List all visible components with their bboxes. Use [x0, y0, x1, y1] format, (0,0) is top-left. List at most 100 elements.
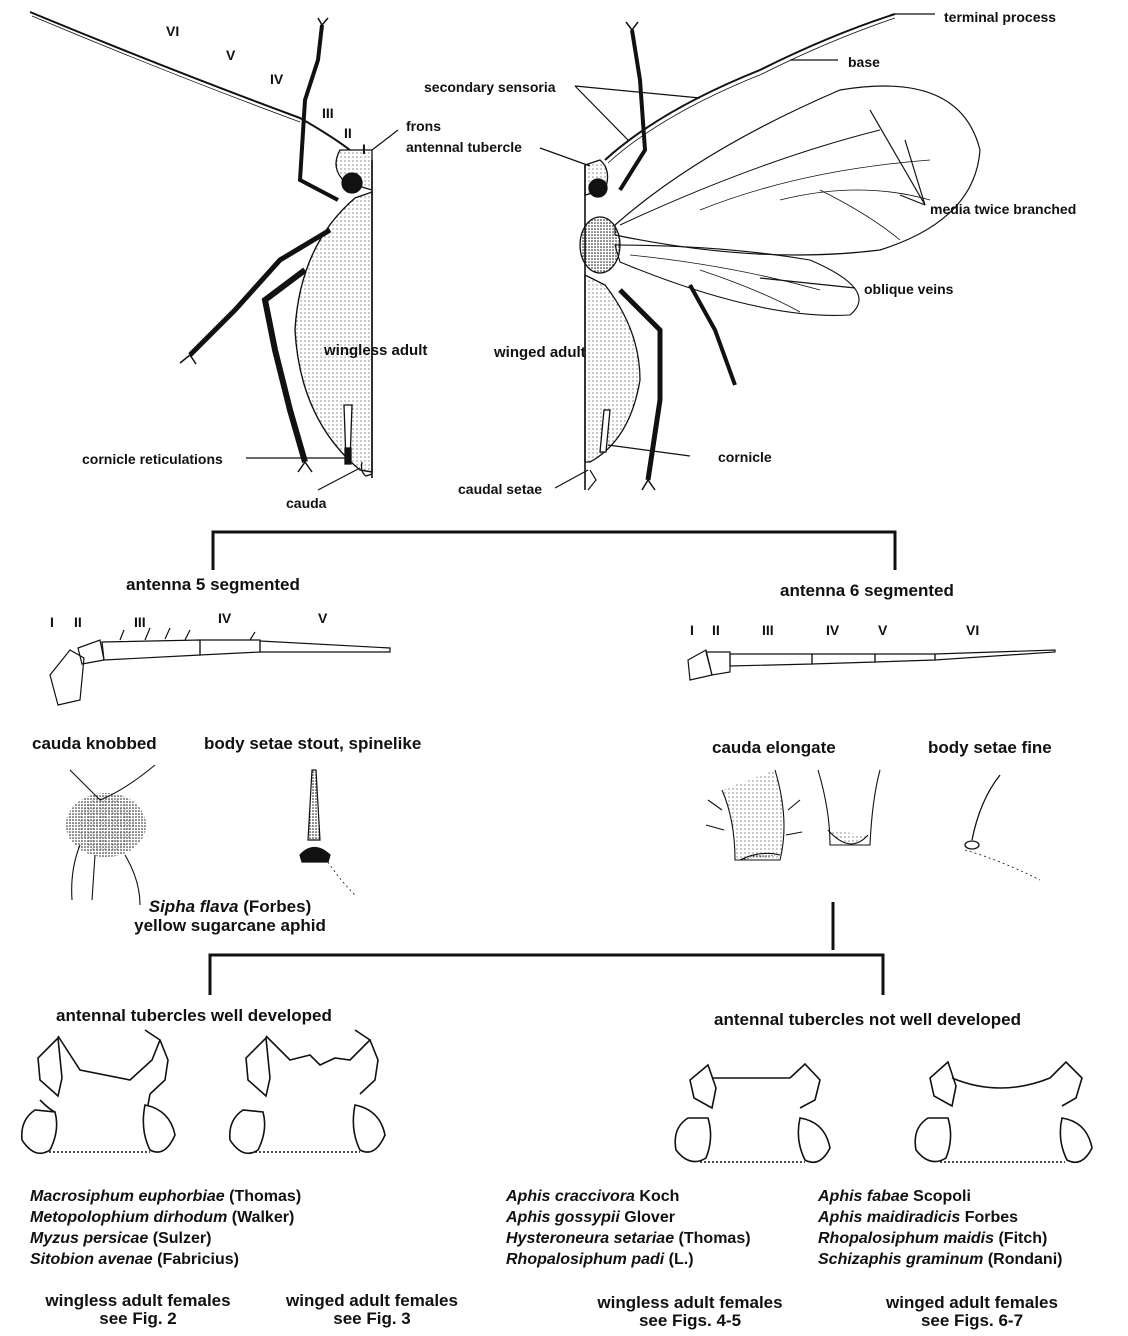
species-author: (Thomas): [229, 1188, 301, 1205]
species-list-group1: Macrosiphum euphorbiae (Thomas) Metopolo…: [30, 1186, 301, 1270]
winged-thorax: [580, 217, 620, 273]
species-author: (L.): [669, 1251, 694, 1268]
species-name: Aphis craccivora: [506, 1188, 635, 1205]
species-author: Forbes: [965, 1209, 1018, 1226]
antenna-segment-label: VI: [166, 22, 179, 40]
setae-fine-label: body setae fine: [928, 739, 1052, 757]
species-author: (Thomas): [679, 1230, 751, 1247]
terminal-process-label: terminal process: [944, 8, 1056, 26]
footer-wingless-figs4-5: wingless adult females see Figs. 4-5: [580, 1294, 800, 1330]
antenna-segment-label: I: [362, 140, 366, 158]
antenna-5-segmented-drawing: [50, 628, 390, 705]
antenna6-segment-label: II: [712, 621, 720, 639]
setae-stout-drawing: [300, 770, 355, 895]
species-entry: Aphis fabae Scopoli: [818, 1186, 1062, 1207]
footer-line2: see Fig. 3: [262, 1310, 482, 1328]
sipha-common-name: yellow sugarcane aphid: [60, 917, 400, 935]
antenna5-segment-label: V: [318, 609, 327, 627]
footer-winged-figs6-7: winged adult females see Figs. 6-7: [862, 1294, 1082, 1330]
species-author: Scopoli: [913, 1188, 971, 1205]
footer-line1: wingless adult females: [28, 1292, 248, 1310]
antenna-6-segmented-drawing: [688, 650, 1055, 680]
species-list-group2: Aphis craccivora Koch Aphis gossypii Glo…: [506, 1186, 751, 1270]
footer-line1: wingless adult females: [580, 1294, 800, 1312]
species-entry: Schizaphis graminum (Rondani): [818, 1249, 1062, 1270]
species-name: Myzus persicae: [30, 1230, 148, 1247]
antennal-tubercle-label: antennal tubercle: [406, 138, 522, 156]
antenna5-segment-label: III: [134, 613, 146, 631]
winged-antenna: [605, 14, 895, 160]
sipha-flava-author: (Forbes): [243, 897, 311, 916]
tubercles-well-developed-heading: antennal tubercles well developed: [56, 1007, 332, 1025]
antenna6-segment-label: III: [762, 621, 774, 639]
antenna-segment-label: II: [344, 124, 352, 142]
footer-line2: see Figs. 4-5: [580, 1312, 800, 1330]
footer-line2: see Fig. 2: [28, 1310, 248, 1328]
species-entry: Aphis maidiradicis Forbes: [818, 1207, 1062, 1228]
base-label: base: [848, 53, 880, 71]
antenna6-segment-label: VI: [966, 621, 979, 639]
antenna-6-segmented-heading: antenna 6 segmented: [780, 582, 954, 600]
head-tubercles-not-well-1: [675, 1064, 830, 1162]
species-name: Aphis gossypii: [506, 1209, 620, 1226]
footer-line1: winged adult females: [262, 1292, 482, 1310]
sipha-flava-label: Sipha flava (Forbes): [60, 898, 400, 916]
hindwing: [615, 245, 859, 315]
compound-eye: [342, 173, 362, 193]
species-name: Rhopalosiphum padi: [506, 1251, 664, 1268]
media-twice-branched-label: media twice branched: [930, 200, 1076, 218]
head-tubercles-well-2: [230, 1030, 385, 1153]
head-tubercles-well-1: [22, 1030, 175, 1153]
wingless-abdomen: [295, 192, 372, 472]
species-entry: Rhopalosiphum maidis (Fitch): [818, 1228, 1062, 1249]
species-name: Metopolophium dirhodum: [30, 1209, 227, 1226]
oblique-veins-label: oblique veins: [864, 280, 953, 298]
cauda-knobbed-label: cauda knobbed: [32, 735, 157, 753]
species-entry: Macrosiphum euphorbiae (Thomas): [30, 1186, 301, 1207]
species-list-group3: Aphis fabae Scopoli Aphis maidiradicis F…: [818, 1186, 1062, 1270]
species-author: (Fabricius): [157, 1251, 239, 1268]
footer-wingless-fig2: wingless adult females see Fig. 2: [28, 1292, 248, 1328]
antenna-segment-label: IV: [270, 70, 283, 88]
footer-line2: see Figs. 6-7: [862, 1312, 1082, 1330]
antenna6-segment-label: V: [878, 621, 887, 639]
bracket-tubercles: [210, 955, 883, 995]
cauda-elongate-label: cauda elongate: [712, 739, 836, 757]
species-entry: Sitobion avenae (Fabricius): [30, 1249, 301, 1270]
tubercles-not-well-developed-heading: antennal tubercles not well developed: [714, 1011, 1021, 1029]
footer-winged-fig3: winged adult females see Fig. 3: [262, 1292, 482, 1328]
species-entry: Hysteroneura setariae (Thomas): [506, 1228, 751, 1249]
cornicle-label: cornicle: [718, 448, 772, 466]
species-entry: Myzus persicae (Sulzer): [30, 1228, 301, 1249]
antenna5-segment-label: I: [50, 613, 54, 631]
species-author: (Rondani): [988, 1251, 1063, 1268]
species-name: Sitobion avenae: [30, 1251, 153, 1268]
species-entry: Aphis craccivora Koch: [506, 1186, 751, 1207]
species-name: Hysteroneura setariae: [506, 1230, 674, 1247]
species-entry: Metopolophium dirhodum (Walker): [30, 1207, 301, 1228]
species-name: Aphis fabae: [818, 1188, 909, 1205]
cauda-elongate-drawing: [706, 770, 880, 860]
forewing: [615, 86, 980, 255]
cauda-label: cauda: [286, 494, 326, 512]
antenna6-segment-label: I: [690, 621, 694, 639]
winged-adult-drawing: [580, 14, 980, 490]
antenna-5-segmented-heading: antenna 5 segmented: [126, 576, 300, 594]
winged-foreleg: [620, 30, 645, 190]
cauda-knobbed-drawing: [66, 765, 155, 905]
setae-fine-drawing: [965, 775, 1040, 880]
setae-stout-label: body setae stout, spinelike: [204, 735, 421, 753]
footer-line1: winged adult females: [862, 1294, 1082, 1312]
species-entry: Rhopalosiphum padi (L.): [506, 1249, 751, 1270]
sipha-flava-name: Sipha flava: [149, 897, 239, 916]
head-tubercles-not-well-2: [915, 1062, 1092, 1162]
species-author: Koch: [639, 1188, 679, 1205]
species-author: (Sulzer): [153, 1230, 212, 1247]
antenna-segment-label: V: [226, 46, 235, 64]
species-author: (Walker): [232, 1209, 295, 1226]
wingless-adult-drawing: [30, 12, 372, 478]
species-name: Schizaphis graminum: [818, 1251, 983, 1268]
antenna6-segment-label: IV: [826, 621, 839, 639]
frons-label: frons: [406, 117, 441, 135]
species-name: Macrosiphum euphorbiae: [30, 1188, 225, 1205]
